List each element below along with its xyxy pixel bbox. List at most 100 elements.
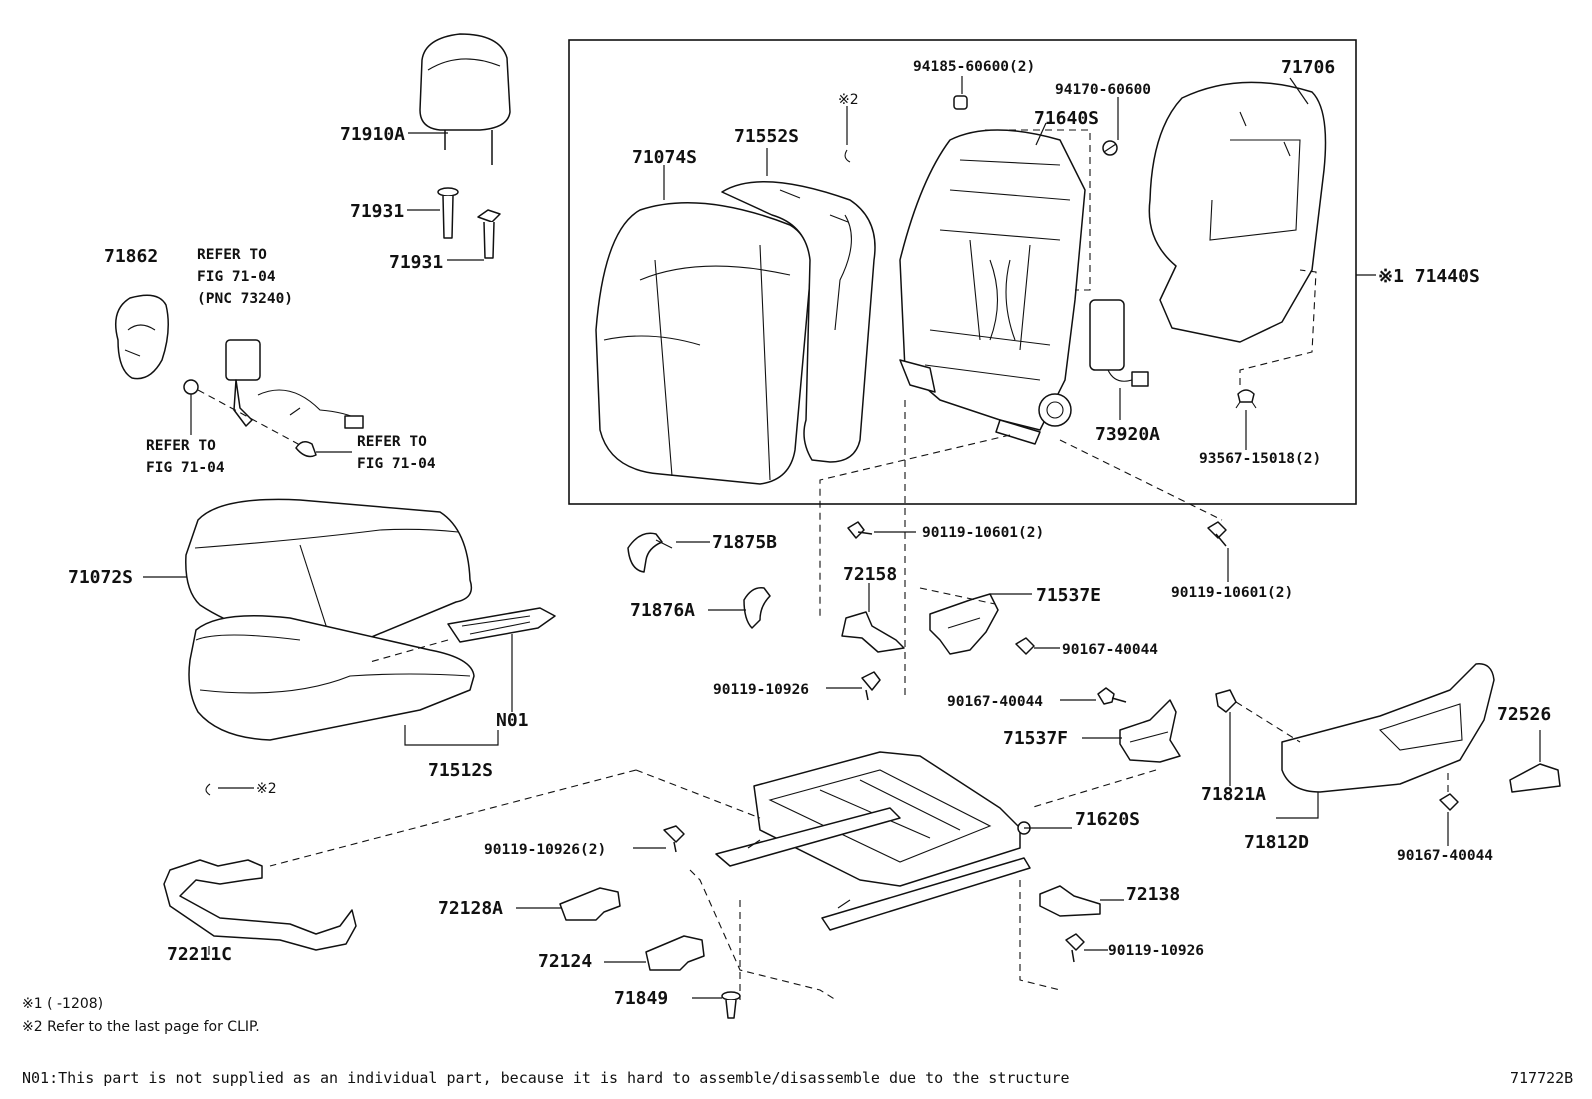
frame-dash — [985, 129, 1091, 291]
cover-71876a-part[interactable] — [743, 587, 771, 629]
cushion-pad-part[interactable] — [188, 614, 475, 741]
label-71074S: 71074S — [632, 147, 697, 168]
rod-72211c-part[interactable] — [163, 859, 357, 951]
label-90167-40044-a: 90167-40044 — [1062, 642, 1158, 658]
side-shield-part[interactable] — [1281, 663, 1495, 793]
label-90119-10601-right: 90119-10601(2) — [1171, 585, 1293, 601]
bolt-90167-c[interactable] — [1439, 793, 1459, 811]
label-90167-40044-b: 90167-40044 — [947, 694, 1043, 710]
headrest-part[interactable] — [419, 33, 511, 165]
dash-seatback-c — [1059, 439, 1223, 521]
knob-72526-part[interactable] — [1509, 763, 1561, 793]
label-clip-upper: ※2 — [838, 92, 859, 108]
bracket-72158-part[interactable] — [841, 611, 905, 653]
clip-93567-part[interactable] — [1235, 389, 1257, 409]
seatback-board-part[interactable] — [1148, 81, 1327, 343]
cover-72124-part[interactable] — [645, 935, 705, 971]
bolt-90119-10926-b[interactable] — [663, 825, 685, 853]
label-72158: 72158 — [843, 564, 897, 585]
label-94185-60600: 94185-60600(2) — [913, 59, 1035, 75]
belt-dash-line — [197, 389, 301, 446]
label-72128A: 72128A — [438, 898, 503, 919]
nut-94170-part[interactable] — [1102, 140, 1118, 156]
bolt-90119-10601-right[interactable] — [1207, 521, 1227, 547]
bolt-90119-10601-left[interactable] — [847, 521, 873, 539]
seat-adjuster-part[interactable] — [715, 751, 1031, 931]
bracket-72138-part[interactable] — [1039, 885, 1101, 917]
label-refer-left-1: REFER TO — [146, 438, 216, 454]
board-leader — [1289, 77, 1309, 105]
clip-upper[interactable] — [844, 149, 851, 163]
n01-dash — [369, 639, 449, 663]
seatback-pad-part[interactable] — [721, 180, 876, 463]
clip-right-part[interactable] — [295, 441, 352, 458]
label-71876A: 71876A — [630, 600, 695, 621]
airbag-module-part[interactable] — [1089, 299, 1149, 387]
label-90119-10926-a: 90119-10926 — [713, 682, 809, 698]
label-71862: 71862 — [104, 246, 158, 267]
clip-lower[interactable] — [205, 783, 211, 796]
label-72211C: 72211C — [167, 944, 232, 965]
label-72526: 72526 — [1497, 704, 1551, 725]
screw-71849-part[interactable] — [721, 991, 741, 1019]
footnote-1: ※1 ( -1208) — [22, 996, 103, 1012]
bolt-90119-10926-c[interactable] — [1065, 933, 1085, 963]
bezel-71862-part[interactable] — [115, 294, 169, 380]
label-90167-40044-c: 90167-40044 — [1397, 848, 1493, 864]
headrest-support-a[interactable] — [437, 187, 459, 239]
label-refer-belt-2: FIG 71-04 — [197, 269, 276, 285]
dash-lower-d — [689, 869, 837, 1001]
dash-seatback-a — [819, 434, 1011, 620]
label-71821A: 71821A — [1201, 784, 1266, 805]
bolt-90119-10926-a[interactable] — [861, 671, 881, 701]
seat-belt-buckle-part[interactable] — [225, 339, 364, 429]
label-72138: 72138 — [1126, 884, 1180, 905]
seatback-frame-part[interactable] — [899, 129, 1086, 445]
headrest-support-b[interactable] — [477, 209, 501, 259]
bracket-71537f-part[interactable] — [1119, 699, 1181, 763]
label-refer-right-2: FIG 71-04 — [357, 456, 436, 472]
clip-71821a-part[interactable] — [1215, 689, 1237, 713]
cushion-cover-part[interactable] — [185, 498, 473, 651]
label-93567-15018: 93567-15018(2) — [1199, 451, 1321, 467]
label-72124: 72124 — [538, 951, 592, 972]
label-71931-b: 71931 — [389, 252, 443, 273]
cover-72128a-part[interactable] — [559, 887, 621, 921]
label-94170-60600: 94170-60600 — [1055, 82, 1151, 98]
label-71552S: 71552S — [734, 126, 799, 147]
label-71512S: 71512S — [428, 760, 493, 781]
label-90119-10926-c: 90119-10926 — [1108, 943, 1204, 959]
label-N01: N01 — [496, 710, 529, 731]
71537e-dash — [919, 587, 996, 605]
dash-lower-b — [635, 769, 761, 819]
nut-94185-part[interactable] — [953, 95, 968, 110]
figure-id: 717722B — [1510, 1069, 1573, 1087]
label-90119-10601-left: 90119-10601(2) — [922, 525, 1044, 541]
frame-leader — [1035, 122, 1047, 146]
label-71620S: 71620S — [1075, 809, 1140, 830]
bolt-90167-b[interactable] — [1097, 687, 1127, 705]
bracket-71537e-part[interactable] — [929, 593, 999, 655]
71821a-dash — [1235, 701, 1301, 743]
label-71875B: 71875B — [712, 532, 777, 553]
cover-71875b-part[interactable] — [627, 532, 673, 573]
seatback-assembly-frame — [568, 39, 1357, 505]
bolt-90167-a[interactable] — [1015, 637, 1035, 655]
label-71072S: 71072S — [68, 567, 133, 588]
label-71931-a: 71931 — [350, 201, 404, 222]
label-71537F: 71537F — [1003, 728, 1068, 749]
label-71849: 71849 — [614, 988, 668, 1009]
board-dash — [1239, 269, 1317, 385]
seatback-cover-part[interactable] — [595, 202, 812, 485]
nut-left-part[interactable] — [183, 379, 199, 435]
label-refer-belt-1: REFER TO — [197, 247, 267, 263]
n01-plate-part[interactable] — [447, 607, 556, 643]
label-71537E: 71537E — [1036, 585, 1101, 606]
label-refer-belt-3: (PNC 73240) — [197, 291, 293, 307]
dash-lower-c — [1029, 769, 1157, 809]
label-clip-lower: ※2 — [256, 781, 277, 797]
label-refer-right-1: REFER TO — [357, 434, 427, 450]
label-71812D: 71812D — [1244, 832, 1309, 853]
side-shield-leader — [1276, 792, 1319, 819]
